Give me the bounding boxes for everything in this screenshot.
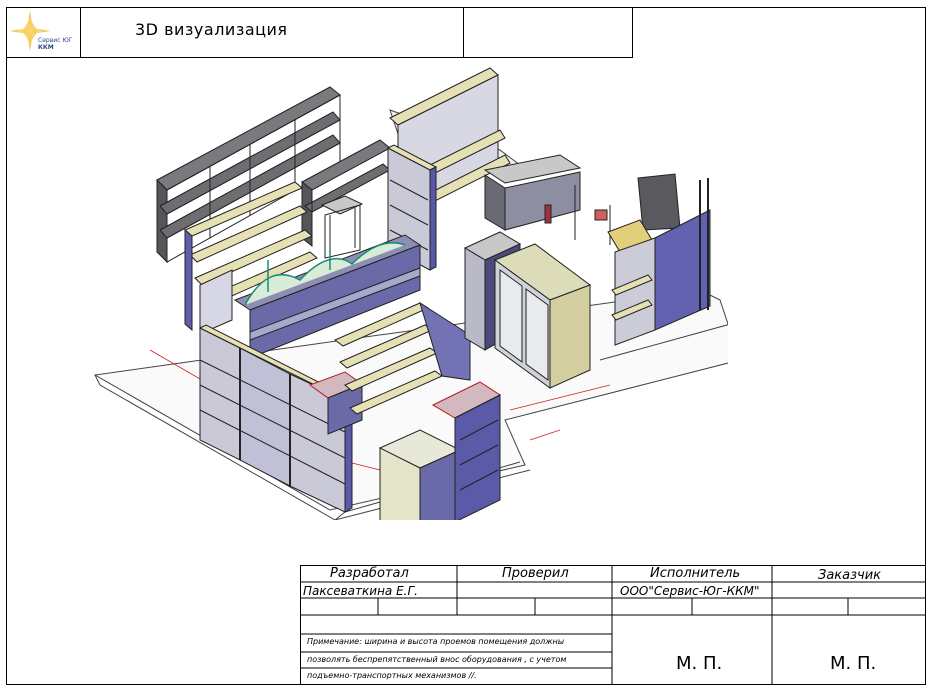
gondola-front-right: [454, 394, 501, 520]
shelf-island-center: [334, 301, 471, 415]
display-counter: [233, 234, 422, 359]
company-logo: Сервис ЮГ ККМ: [8, 9, 78, 55]
freezer-cabinet-front: [378, 429, 462, 520]
logo-text-line1: Сервис ЮГ: [38, 37, 73, 44]
store-3d-visualization: [93, 67, 728, 520]
stamp-grid: [300, 565, 926, 685]
logo-text-line2: ККМ: [38, 44, 54, 51]
col-checked-header: Проверил: [502, 566, 569, 581]
gondola-front-left: [198, 324, 353, 513]
col-developed-header: Разработал: [330, 566, 409, 581]
fridge-double: [493, 243, 592, 389]
developer-name: Паксеваткина Е.Г.: [303, 584, 418, 598]
gondola-right: [607, 173, 711, 346]
weighing-stand: [320, 195, 364, 259]
shelf-gondola-left: [184, 181, 318, 335]
seal-customer: М. П.: [830, 653, 877, 674]
note-line-3: подъемно-транспортных механизмов //.: [307, 671, 477, 680]
col-customer-header: Заказчик: [818, 568, 882, 583]
header-divider-2: [463, 7, 464, 58]
executor-name: ООО"Сервис-Юг-ККМ": [620, 584, 760, 598]
page-title: 3D визуализация: [135, 20, 288, 39]
stamp-block: Разработал Проверил Исполнитель Заказчик…: [300, 565, 926, 685]
header-divider-1: [80, 7, 81, 58]
col-executor-header: Исполнитель: [650, 566, 741, 581]
note-line-1: Примечание: ширина и высота проемов поме…: [307, 637, 565, 646]
logo-star-icon: [10, 11, 50, 51]
dark-rack-left: [156, 86, 341, 264]
note-line-2: позволять беспрепятственный внос оборудо…: [307, 655, 567, 664]
header-row: [6, 7, 633, 58]
seal-executor: М. П.: [676, 653, 723, 674]
checkout-counter: [483, 154, 611, 245]
dark-rack-middle: [301, 139, 391, 248]
